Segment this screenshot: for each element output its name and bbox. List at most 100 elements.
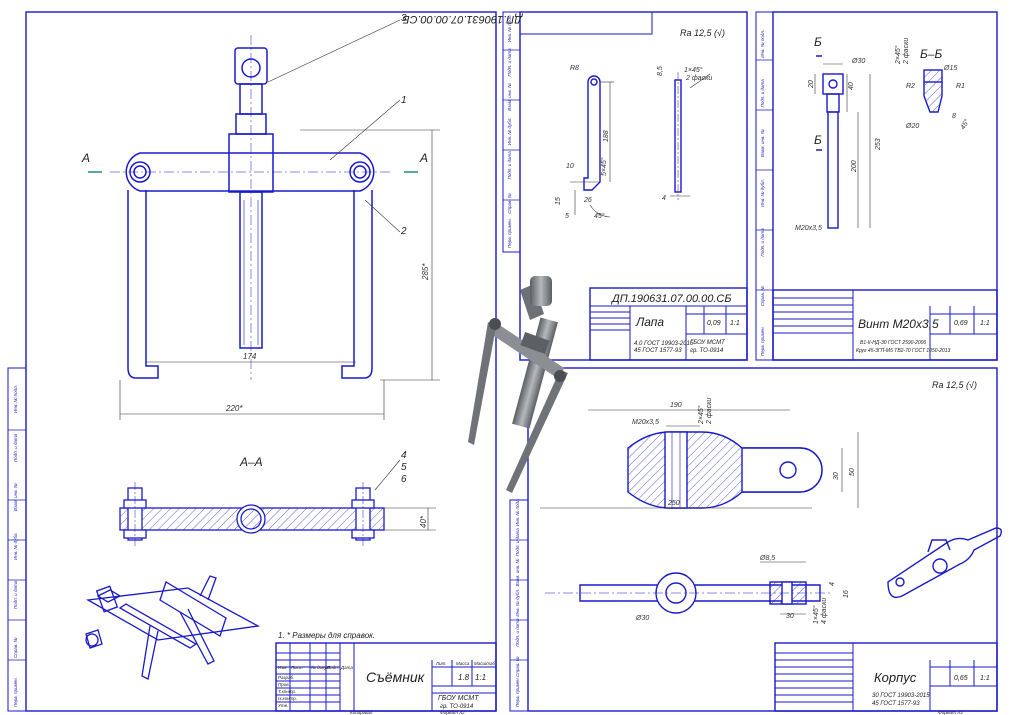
svg-text:0,69: 0,69 — [954, 320, 968, 327]
main-frame — [25, 11, 497, 712]
svg-text:30 ГОСТ 19903-2015: 30 ГОСТ 19903-2015 — [872, 693, 930, 699]
side-label: Справ. № — [13, 637, 18, 658]
svg-text:R2: R2 — [906, 83, 915, 90]
svg-text:M20x3,5: M20x3,5 — [795, 225, 822, 232]
side-label: Перв. примен. — [13, 677, 18, 707]
svg-text:0,65: 0,65 — [954, 675, 968, 682]
svg-text:ГБОУ МСМТ: ГБОУ МСМТ — [690, 340, 726, 346]
svg-text:1×45°: 1×45° — [684, 66, 703, 74]
dim-inner: 174 — [243, 352, 257, 361]
side-label: Инв. № подл. — [515, 498, 520, 526]
puller-3d-render — [468, 276, 568, 493]
vint-title: Винт М20х3,5 — [858, 317, 939, 331]
lapa-header-texts: ДП.190631.07.00.00.СБ Ra 12,5 (√) — [402, 13, 724, 38]
korpus-title: Корпус — [874, 670, 917, 685]
main-dimensions — [119, 19, 440, 491]
svg-text:2 фаски: 2 фаски — [903, 38, 910, 65]
svg-text:Ø30: Ø30 — [635, 615, 649, 622]
svg-text:Разраб.: Разраб. — [278, 675, 294, 680]
svg-text:№ докум.: № докум. — [311, 665, 331, 670]
side-label: Инв. № подл. — [13, 385, 18, 413]
vint-title-texts: Винт М20х3,5 В1-II-НД-30 ГОСТ 2590-2006 … — [856, 317, 990, 354]
main-sheet — [7, 11, 497, 712]
main-note: 1. * Размеры для справок. — [278, 631, 375, 640]
svg-text:В1-II-НД-30 ГОСТ 2590-2006: В1-II-НД-30 ГОСТ 2590-2006 — [860, 340, 926, 346]
callout-3: 3 — [401, 13, 407, 24]
korpus-iso-view — [887, 527, 1003, 599]
section-aa-view — [119, 482, 385, 546]
svg-text:50: 50 — [849, 468, 856, 476]
callout-1: 1 — [401, 95, 407, 106]
lapa-part-views — [583, 72, 682, 200]
svg-text:Пров.: Пров. — [278, 682, 290, 687]
korpus-sheet — [509, 367, 998, 712]
side-label: Подп. и дата — [13, 580, 18, 609]
svg-text:40: 40 — [848, 82, 855, 90]
lapa-title: Лапа — [635, 315, 664, 329]
svg-text:5×45°: 5×45° — [600, 157, 608, 176]
svg-text:1:1: 1:1 — [730, 320, 740, 327]
main-side-strip — [7, 367, 27, 712]
lapa-dim-texts: R8 188 1×45° 2 фаски 8,5 10 15 5 26 45° … — [555, 65, 712, 220]
svg-text:Дата: Дата — [340, 665, 353, 670]
korpus-roughness: Ra 12,5 (√) — [932, 380, 977, 390]
svg-text:8: 8 — [952, 113, 956, 120]
svg-text:4: 4 — [829, 582, 836, 586]
svg-text:5: 5 — [565, 213, 569, 220]
vint-section-title: Б–Б — [920, 47, 942, 61]
side-label: Инв. № дубл. — [760, 179, 765, 207]
svg-text:Ø20: Ø20 — [905, 123, 919, 130]
side-label: Перв. примен. — [515, 677, 520, 707]
svg-text:15: 15 — [555, 197, 562, 205]
svg-text:4.0 ГОСТ 19903-2015: 4.0 ГОСТ 19903-2015 — [634, 341, 694, 347]
svg-text:45°: 45° — [594, 212, 605, 220]
side-label: Взам. инв. № — [760, 129, 765, 157]
korpus-title-block — [774, 642, 998, 712]
side-label: Подп. и дата — [515, 528, 520, 557]
main-org1: ГБОУ МСМТ — [438, 695, 479, 702]
svg-text:0,09: 0,09 — [707, 320, 721, 327]
svg-text:45 ГОСТ 1577-93: 45 ГОСТ 1577-93 — [872, 701, 920, 707]
section-aa-title: А–А — [239, 455, 263, 469]
callout-2: 2 — [400, 226, 407, 237]
svg-text:26: 26 — [583, 197, 592, 204]
callout-6: 6 — [401, 474, 407, 485]
side-label: Подп. и дата — [507, 151, 512, 180]
korpus-top-view — [545, 572, 830, 614]
side-label: Инв. № дубл. — [13, 532, 18, 560]
lapa-dims — [570, 73, 711, 218]
callout-4: 4 — [401, 450, 407, 461]
lapa-title-texts: ДП.190631.07.00.00.СБ Лапа 4.0 ГОСТ 1990… — [610, 293, 740, 354]
main-dim-texts: 174 220* 285* — [225, 263, 430, 413]
svg-text:Подп.: Подп. — [327, 665, 339, 670]
side-label: Подп. и дата — [13, 433, 18, 462]
main-title-block — [275, 642, 497, 712]
svg-text:4 фаски: 4 фаски — [821, 598, 828, 624]
svg-text:Лист: Лист — [290, 665, 303, 670]
lapa-doc-mirror: ДП.190631.07.00.00.СБ — [402, 13, 524, 25]
main-scale: 1:1 — [475, 673, 486, 682]
puller-front-view — [110, 35, 390, 380]
side-label: Перв. примен. — [507, 218, 512, 248]
dim-height: 285* — [421, 263, 430, 281]
main-mass: 1.8 — [458, 673, 470, 682]
side-label: Взам. инв. № — [13, 483, 18, 511]
cut-a-left: А — [81, 151, 90, 165]
main-title-texts: Съёмник 1.8 1:1 ГБОУ МСМТ гр. ТО-0914 Ли… — [278, 661, 495, 715]
dim-width-total: 220* — [225, 404, 243, 413]
korpus-dims — [540, 409, 859, 615]
svg-text:10: 10 — [566, 163, 574, 170]
side-label: Перв. примен. — [760, 326, 765, 356]
svg-text:Формат A3: Формат A3 — [938, 710, 963, 715]
svg-text:R1: R1 — [956, 83, 965, 90]
svg-text:Т.контр.: Т.контр. — [278, 689, 296, 694]
side-label: Инв. № подл. — [760, 30, 765, 58]
side-label: Справ. № — [515, 656, 520, 677]
side-label: Справ. № — [507, 193, 512, 214]
svg-text:Круг 45-3ГП-М5 ТВ2-70 ГОСТ 105: Круг 45-3ГП-М5 ТВ2-70 ГОСТ 1050-2013 — [856, 348, 951, 354]
korpus-dim-texts: 190 M20x3,5 2×45° 2 фаски 30 50 250 Ø8,5… — [632, 398, 856, 624]
vint-part-views — [822, 69, 943, 229]
svg-text:4: 4 — [662, 195, 666, 202]
side-label: Подп. и дата — [515, 618, 520, 647]
svg-text:Масса: Масса — [456, 661, 470, 666]
